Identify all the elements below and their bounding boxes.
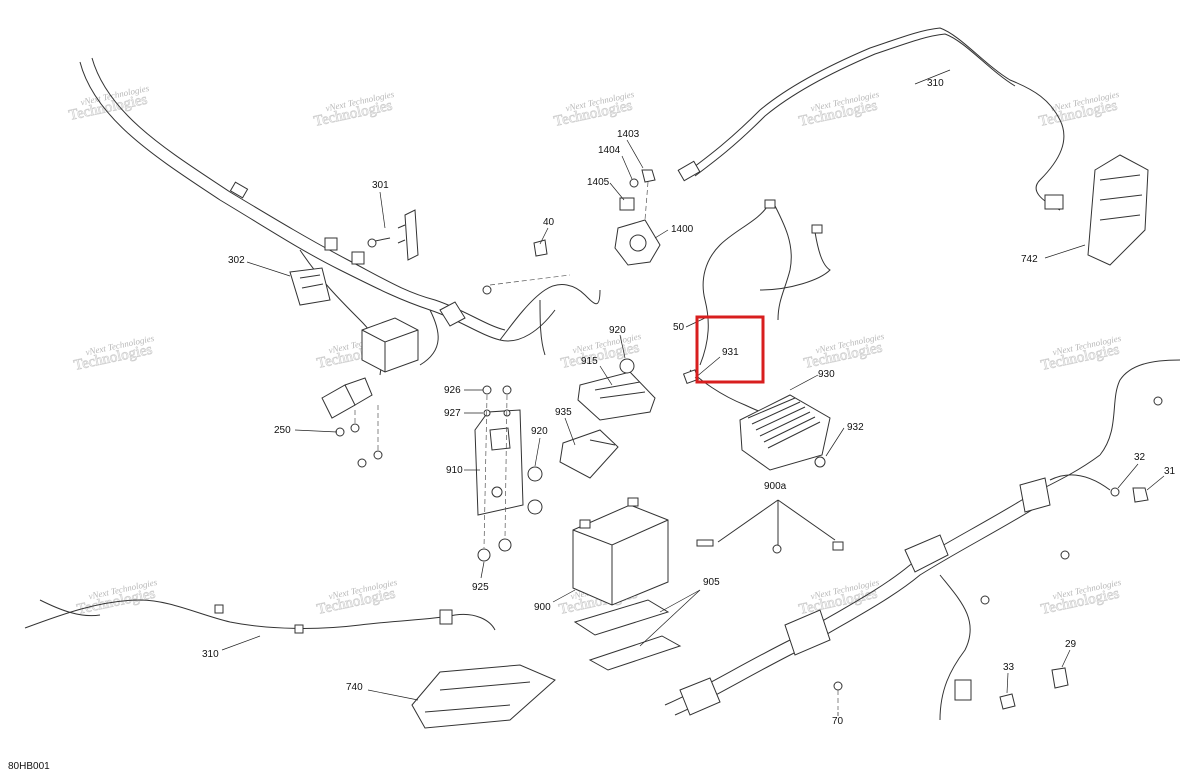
washer-1404: [629, 178, 639, 188]
part-label-742: 742: [1021, 254, 1038, 265]
washer: [772, 544, 782, 554]
part-label-935: 935: [555, 407, 572, 418]
connector: [321, 377, 373, 419]
taillight-740: [411, 664, 556, 729]
bolt: [696, 539, 714, 547]
grommet-920: [619, 358, 635, 374]
part-label-910: 910: [446, 465, 463, 476]
part-label-310-bottom: 310: [202, 649, 219, 660]
bolt-31: [1132, 487, 1149, 503]
part-label-301: 301: [372, 180, 389, 191]
grommet-920: [527, 466, 543, 482]
nut-33: [999, 693, 1016, 710]
part-label-932: 932: [847, 422, 864, 433]
battery-bracket-910: [474, 385, 543, 562]
hardware-900a: [696, 499, 844, 554]
bracket-301: [367, 209, 419, 261]
fasteners-rear: [833, 396, 1163, 710]
main-harness: [79, 57, 601, 419]
harness-clip: [324, 237, 338, 251]
relay-1400: [614, 169, 661, 266]
harness-310-bottom: [24, 599, 496, 634]
battery-clamp-915: [577, 358, 656, 421]
fasteners-250: [335, 405, 383, 468]
part-label-920-mid: 920: [531, 426, 548, 437]
part-label-905: 905: [703, 577, 720, 588]
part-label-1400: 1400: [671, 224, 694, 235]
part-label-930: 930: [818, 369, 835, 380]
nut-1403: [641, 169, 656, 183]
part-label-302: 302: [228, 255, 245, 266]
part-label-931: 931: [722, 347, 739, 358]
part-label-50: 50: [673, 322, 685, 333]
diagram-code: 80HB001: [8, 761, 50, 772]
part-label-250: 250: [274, 425, 291, 436]
screw: [1060, 550, 1070, 560]
screw-926: [482, 385, 492, 395]
part-label-40: 40: [543, 217, 555, 228]
battery-cables: [682, 199, 831, 421]
screw-926: [502, 385, 512, 395]
part-label-920-top: 920: [609, 325, 626, 336]
pads-905: [573, 599, 682, 671]
battery-900: [572, 497, 669, 606]
nut: [832, 541, 844, 551]
part-label-70: 70: [832, 716, 844, 727]
harness-310-top: [677, 27, 1065, 211]
part-label-29: 29: [1065, 639, 1077, 650]
part-label-31: 31: [1164, 466, 1176, 477]
connector: [439, 301, 466, 327]
part-label-900a: 900a: [764, 481, 787, 492]
nut-1405: [619, 197, 635, 211]
part-label-927: 927: [444, 408, 461, 419]
highlight-box-931: [695, 315, 765, 384]
part-label-33: 33: [1003, 662, 1015, 673]
screw-70: [833, 681, 843, 691]
part-label-1404: 1404: [598, 145, 621, 156]
washer-32: [1110, 487, 1120, 497]
part-label-1405: 1405: [587, 177, 610, 188]
part-label-32: 32: [1134, 452, 1146, 463]
part-label-310-top: 310: [927, 78, 944, 89]
connector: [954, 679, 972, 701]
screw: [1153, 396, 1163, 406]
grommet-920: [527, 499, 543, 515]
part-label-926: 926: [444, 385, 461, 396]
part-label-740: 740: [346, 682, 363, 693]
part-labels: 301 302 250 40 1403 1404 1405 1400 310 7…: [202, 78, 1176, 727]
headlight-742: [1087, 154, 1149, 266]
harness-clip: [229, 181, 249, 199]
washer-927: [483, 409, 491, 417]
part-label-900: 900: [534, 602, 551, 613]
connector-302: [289, 267, 331, 306]
bolt-29: [1051, 667, 1069, 689]
nut-932: [814, 456, 826, 468]
fuse-box: [361, 317, 419, 373]
part-label-915: 915: [581, 356, 598, 367]
nut-925: [477, 548, 491, 562]
voltage-regulator-930: [739, 394, 831, 471]
part-label-1403: 1403: [617, 129, 640, 140]
clip-40: [482, 239, 571, 295]
part-label-925: 925: [472, 582, 489, 593]
rear-harness: [664, 359, 1181, 721]
screw: [980, 595, 990, 605]
harness-clip: [351, 251, 365, 265]
nut-925: [498, 538, 512, 552]
cover-935: [559, 429, 619, 479]
